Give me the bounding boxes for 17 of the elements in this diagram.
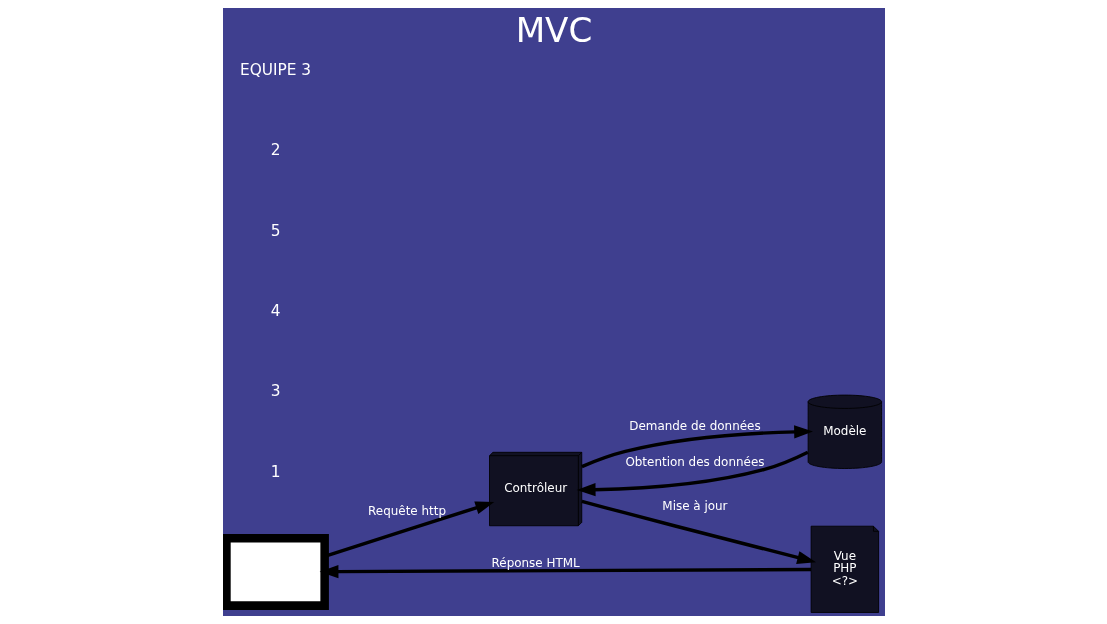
- label: EQUIPE 3: [239, 61, 311, 80]
- arrow: [576, 450, 809, 497]
- node-monitor: [222, 533, 329, 610]
- arrow: [580, 499, 816, 564]
- edge-label: Réponse HTML: [491, 555, 580, 570]
- label: 3: [270, 382, 280, 401]
- label: 5: [270, 221, 280, 240]
- arrow: [319, 565, 811, 579]
- diagram-title: MVC: [515, 10, 592, 51]
- edge-label: Mise à jour: [661, 498, 728, 513]
- edge-label: Demande de données: [628, 419, 761, 434]
- label: 2: [270, 141, 280, 160]
- edge-label: Obtention des données: [624, 455, 764, 470]
- edge-label: Requête http: [367, 503, 446, 518]
- label: 4: [270, 301, 280, 320]
- label: 1: [270, 462, 280, 481]
- arrow: [580, 425, 813, 469]
